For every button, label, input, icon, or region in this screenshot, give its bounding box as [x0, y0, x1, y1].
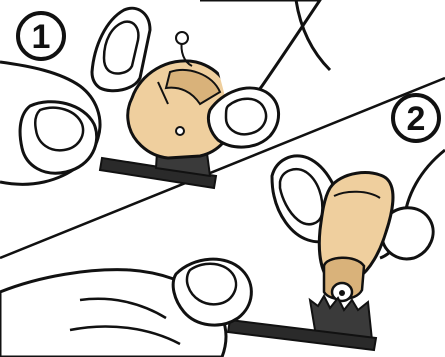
hearing-aid-2-receiver-dot [339, 290, 345, 296]
right-thumbnail [226, 99, 266, 135]
hearing-aid-1-vent [176, 127, 184, 135]
hearing-aid-1-pull-ring [176, 32, 188, 44]
hearing-aid-2 [319, 173, 393, 301]
step-2-badge: 2 [393, 95, 439, 141]
left-thumbnail [35, 108, 83, 151]
step-1-badge: 1 [18, 13, 64, 59]
step-1-number: 1 [32, 18, 51, 56]
panel-1: 1 [0, 0, 330, 188]
step-2-number: 2 [407, 100, 426, 138]
